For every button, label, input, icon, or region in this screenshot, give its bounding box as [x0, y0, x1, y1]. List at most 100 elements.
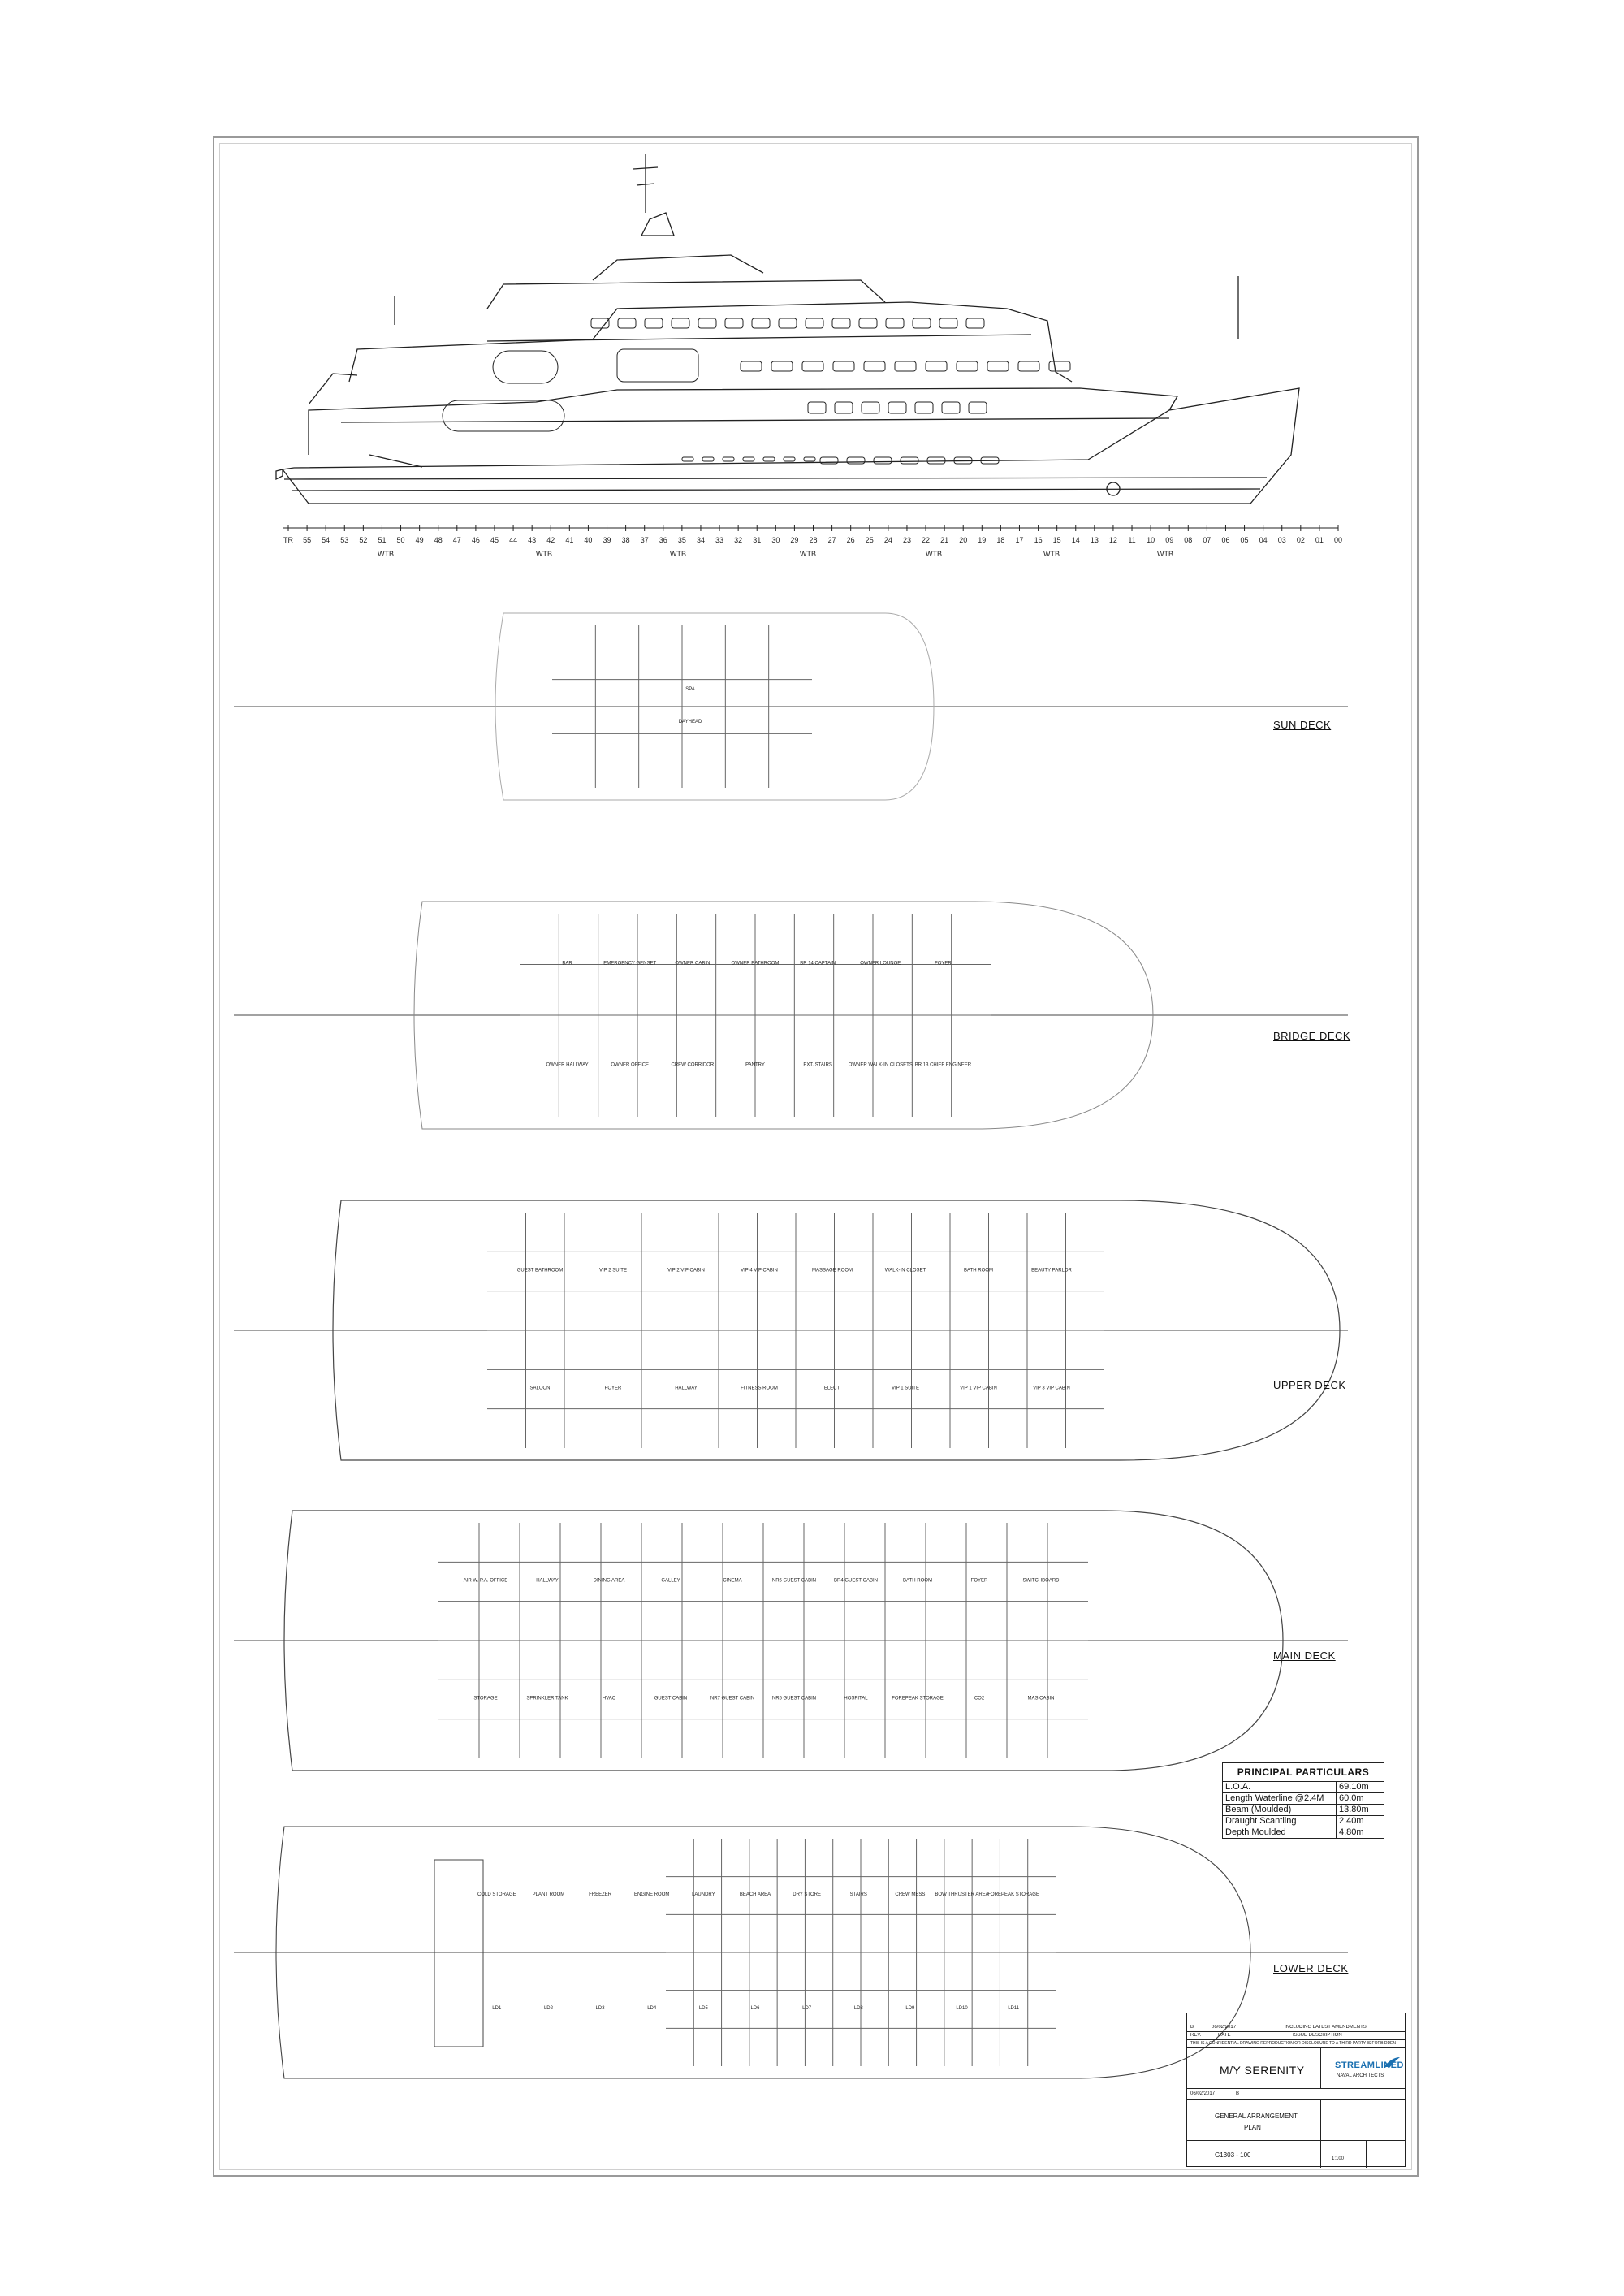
frame-number-label: 39: [603, 536, 611, 544]
room-label: BOW THRUSTER AREA: [935, 1892, 988, 1897]
frame-number-label: 03: [1278, 536, 1286, 544]
room-label: OWNER WALK-IN CLOSETS: [849, 1063, 913, 1068]
frame-number-label: 35: [678, 536, 686, 544]
frame-number-label: 38: [622, 536, 630, 544]
frame-number-label: 04: [1259, 536, 1268, 544]
frame-number-label: 05: [1241, 536, 1249, 544]
frame-number-label: 17: [1015, 536, 1023, 544]
scale-value: 1:100: [1332, 2156, 1345, 2161]
room-label: LD10: [956, 2006, 968, 2011]
confidential-notice: THIS IS A CONFIDENTIAL DRAWING REPRODUCT…: [1190, 2041, 1397, 2046]
room-label: MASSAGE ROOM: [812, 1269, 853, 1273]
watertight-bulkhead-label: WTB: [800, 550, 816, 558]
drawing-border: [213, 136, 1419, 2177]
room-label: STAIRS: [850, 1892, 867, 1897]
room-label: BATH ROOM: [903, 1579, 932, 1584]
room-label: COLD STORAGE: [477, 1892, 516, 1897]
frame-number-label: TR: [283, 536, 293, 544]
frame-number-label: 16: [1034, 536, 1043, 544]
frame-number-label: 14: [1072, 536, 1080, 544]
frame-number-label: 11: [1128, 536, 1135, 544]
room-label: GALLEY: [661, 1579, 680, 1584]
watertight-bulkhead-label: WTB: [670, 550, 686, 558]
frame-number-label: 31: [753, 536, 761, 544]
frame-number-label: 55: [303, 536, 311, 544]
frame-number-label: 41: [565, 536, 573, 544]
room-label: FOYER: [605, 1386, 622, 1391]
particular-label: Beam (Moulded): [1222, 1804, 1337, 1816]
room-label: LD8: [854, 2006, 864, 2011]
particular-label: Draught Scantling: [1222, 1815, 1337, 1827]
room-label: LD2: [544, 2006, 554, 2011]
room-label: LD9: [905, 2006, 915, 2011]
room-label: MAS CABIN: [1027, 1697, 1054, 1701]
date-field: 06/02/2017: [1190, 2091, 1216, 2096]
rev-header: REV.: [1190, 2033, 1202, 2038]
drawing-title-line-1: GENERAL ARRANGEMENT: [1215, 2112, 1298, 2120]
room-label: OWNER CABIN: [675, 962, 710, 966]
room-label: NR7 GUEST CABIN: [710, 1697, 754, 1701]
principal-particulars-table: PRINCIPAL PARTICULARS L.O.A.69.10m Lengt…: [1222, 1762, 1384, 1839]
profile-windows: [442, 318, 1071, 465]
room-label: OWNER LOUNGE: [860, 962, 901, 966]
revision-date: 06/02/2017: [1212, 2025, 1237, 2030]
room-label: PLANT ROOM: [533, 1892, 565, 1897]
frame-number-label: 36: [659, 536, 667, 544]
frame-number-label: 12: [1109, 536, 1117, 544]
room-label: HALLWAY: [536, 1579, 559, 1584]
drawing-inner-border: [219, 143, 1412, 2170]
room-label: WALK-IN CLOSET: [885, 1269, 926, 1273]
room-label: SALOON: [529, 1386, 550, 1391]
room-label: OWNER OFFICE: [611, 1063, 649, 1068]
frame-number-label: 09: [1165, 536, 1173, 544]
frame-number-label: 23: [903, 536, 911, 544]
principal-particulars-title: PRINCIPAL PARTICULARS: [1222, 1762, 1384, 1781]
room-label: VIP 2 VIP CABIN: [667, 1269, 705, 1273]
frame-number-label: 25: [866, 536, 874, 544]
room-label: AIR W. P.A. OFFICE: [464, 1579, 508, 1584]
particular-label: Depth Moulded: [1222, 1827, 1337, 1839]
particular-value: 4.80m: [1336, 1827, 1384, 1839]
particular-value: 69.10m: [1336, 1781, 1384, 1793]
frame-number-label: 54: [322, 536, 330, 544]
frame-number-label: 50: [397, 536, 405, 544]
frame-number-label: 18: [996, 536, 1004, 544]
vessel-name: M/Y SERENITY: [1220, 2064, 1305, 2077]
frame-number-label: 52: [359, 536, 367, 544]
room-label: VIP 4 VIP CABIN: [741, 1269, 778, 1273]
frame-number-label: 30: [771, 536, 780, 544]
room-label: EXT. STAIRS: [803, 1063, 832, 1068]
room-label: VIP 1 VIP CABIN: [960, 1386, 997, 1391]
frame-number-label: 19: [978, 536, 986, 544]
title-block: B 06/02/2017 INCLUDING LATEST AMENDMENTS…: [1186, 2013, 1406, 2168]
particular-value: 2.40m: [1336, 1815, 1384, 1827]
frame-number-label: 53: [340, 536, 348, 544]
frame-number-label: 07: [1203, 536, 1211, 544]
room-label: VIP 2 SUITE: [599, 1269, 627, 1273]
frame-number-label: 06: [1221, 536, 1229, 544]
room-label: CREW CORRIDOR: [672, 1063, 715, 1068]
room-label: GUEST BATHROOM: [517, 1269, 563, 1273]
room-label: DINING AREA: [594, 1579, 625, 1584]
room-label: GUEST CABIN: [654, 1697, 688, 1701]
room-label: FOREPEAK STORAGE: [892, 1697, 944, 1701]
watertight-bulkhead-label: WTB: [1043, 550, 1060, 558]
frame-number-label: 43: [528, 536, 536, 544]
room-label: DAYHEAD: [679, 720, 702, 724]
frame-number-label: 48: [434, 536, 443, 544]
room-label: NR5 GUEST CABIN: [772, 1697, 816, 1701]
room-label: CINEMA: [723, 1579, 741, 1584]
drawing-title-line-2: PLAN: [1244, 2124, 1261, 2131]
room-label: FITNESS ROOM: [741, 1386, 778, 1391]
room-label: LD6: [750, 2006, 760, 2011]
room-label: HVAC: [603, 1697, 616, 1701]
frame-number-label: 21: [940, 536, 948, 544]
frame-number-label: 40: [584, 536, 592, 544]
company-logo: STREAMLINED: [1335, 2060, 1404, 2070]
watertight-bulkhead-label: WTB: [378, 550, 394, 558]
room-label: BAR: [562, 962, 572, 966]
watertight-bulkhead-label: WTB: [926, 550, 942, 558]
